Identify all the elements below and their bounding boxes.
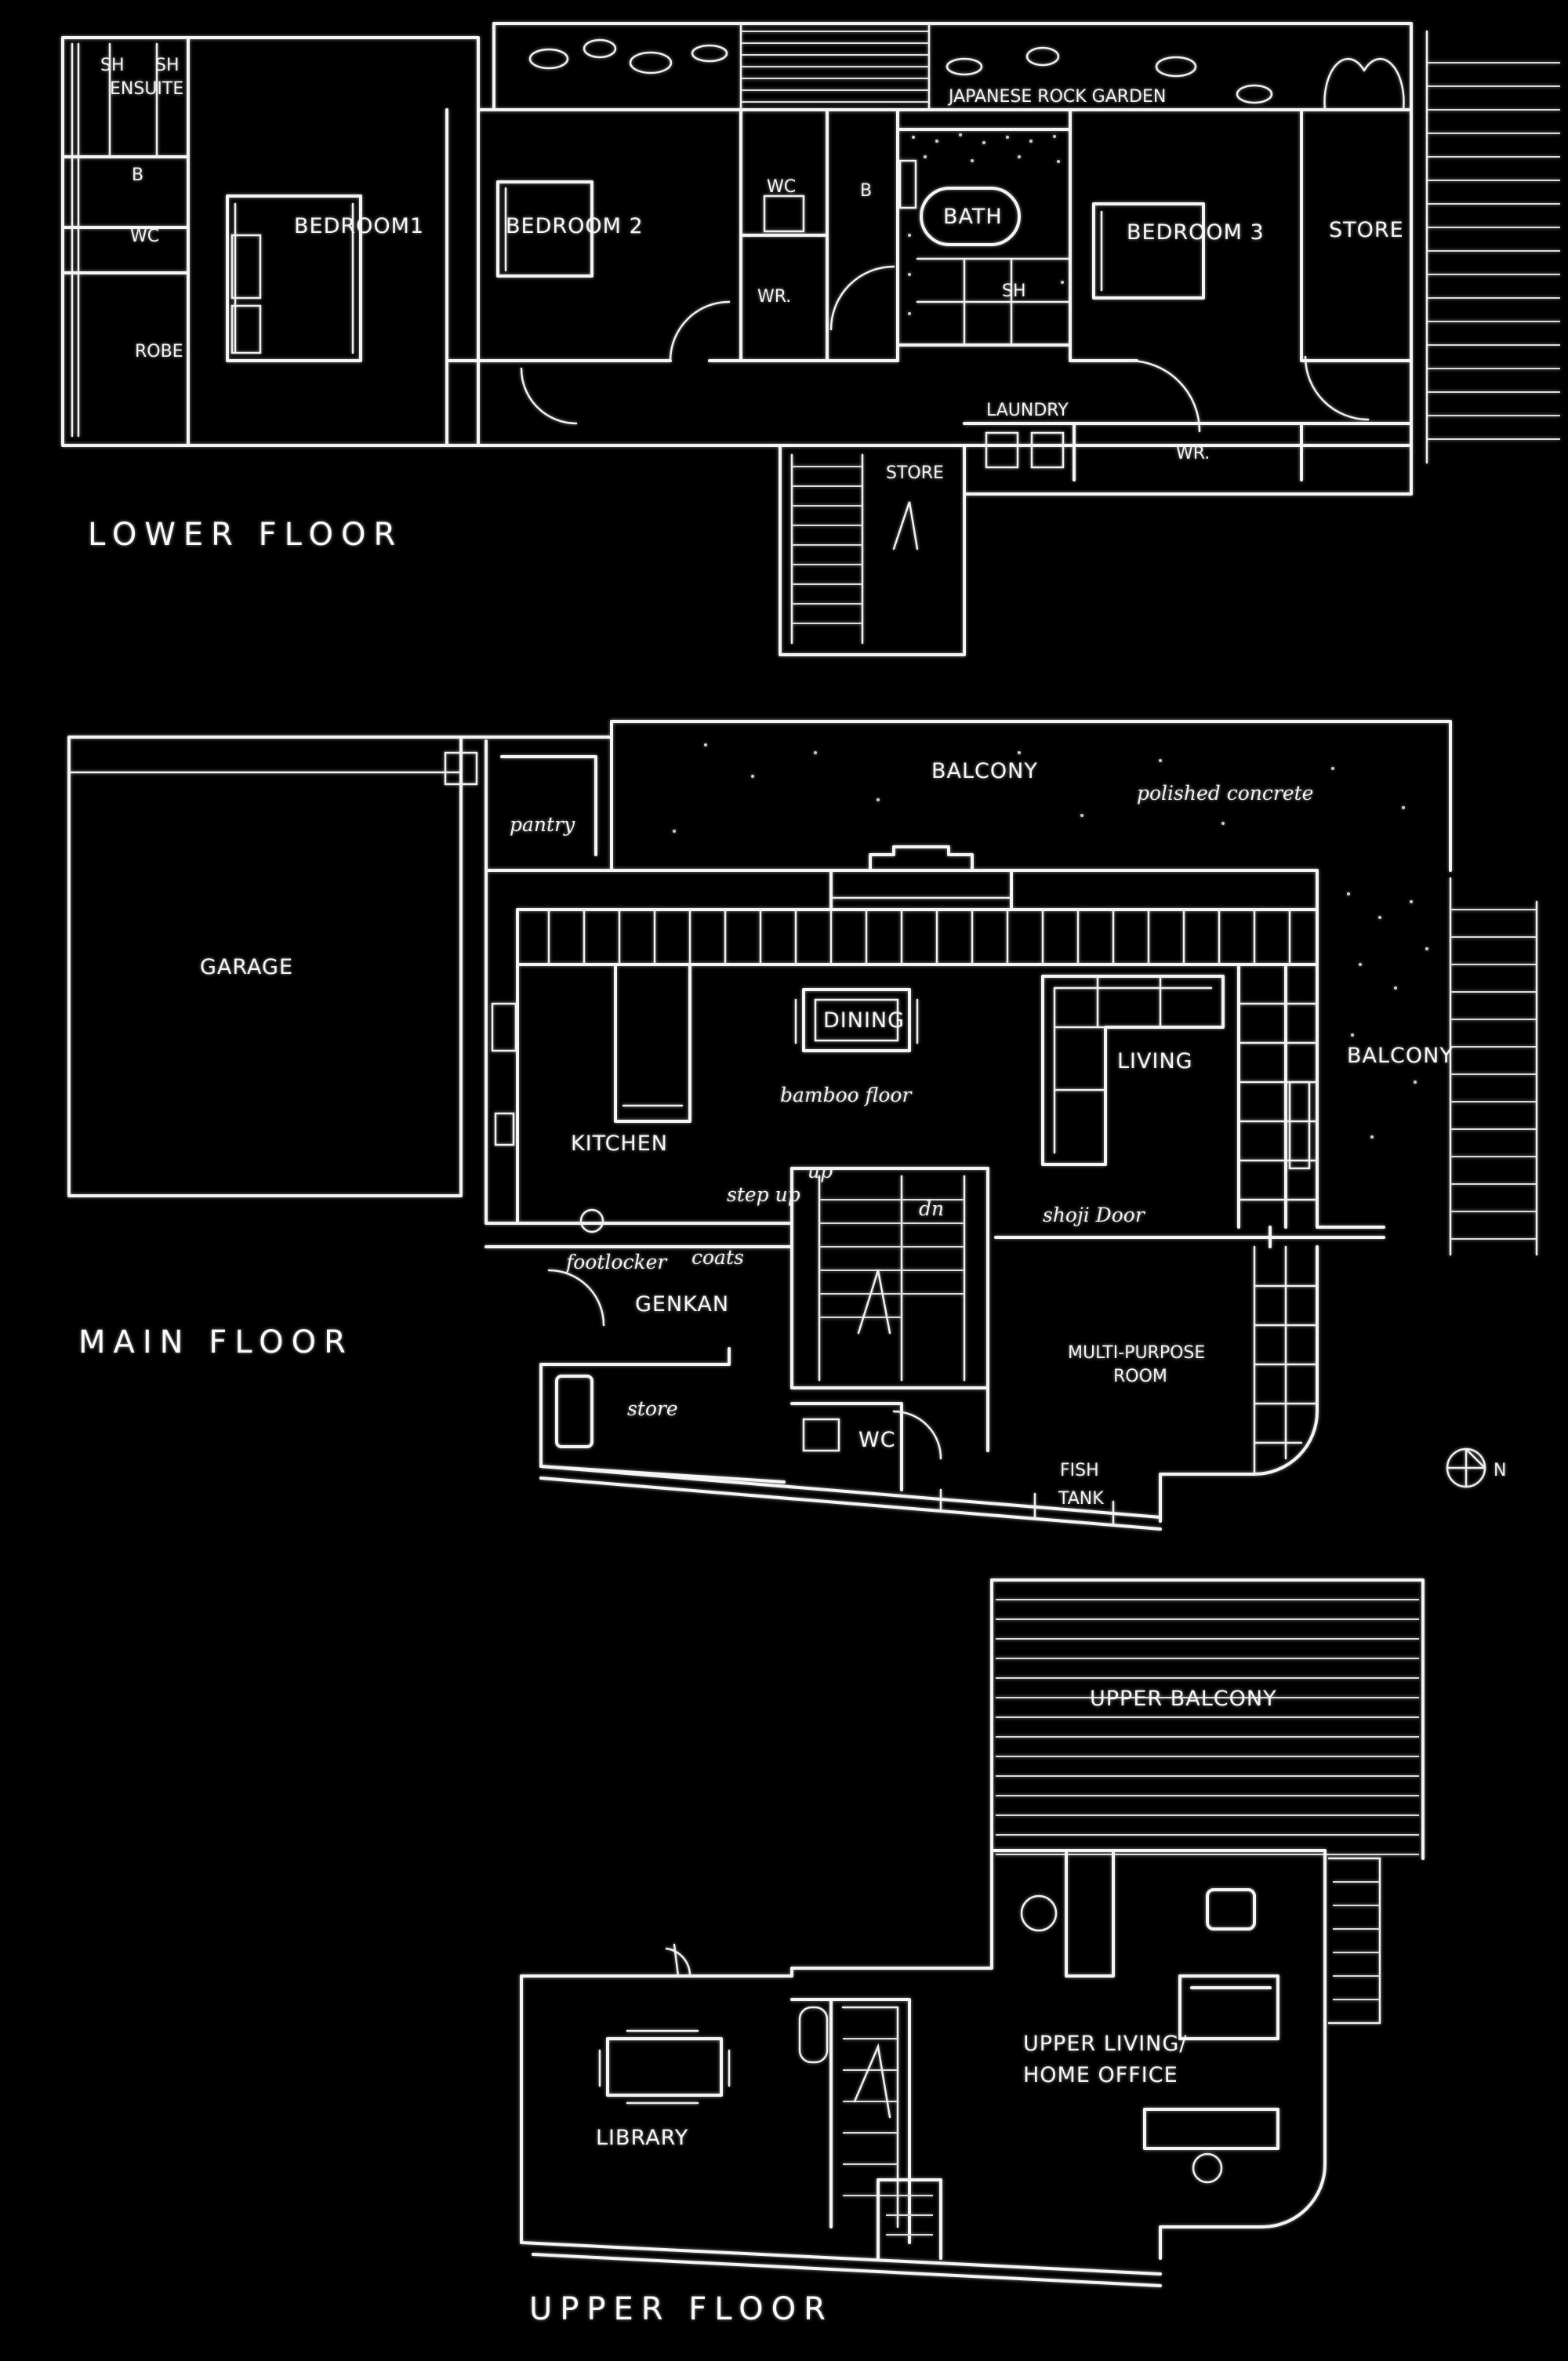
bath-label: BATH bbox=[943, 205, 1003, 229]
footlocker-label: footlocker bbox=[564, 1251, 668, 1273]
bedroom1-label: BEDROOM1 bbox=[294, 214, 424, 238]
upper-balcony-label: UPPER BALCONY bbox=[1090, 1687, 1277, 1711]
store-label: store bbox=[627, 1397, 678, 1420]
balcony-texture bbox=[673, 743, 1428, 1139]
laundry-label: LAUNDRY bbox=[986, 401, 1069, 420]
store-label: STORE bbox=[1329, 218, 1404, 242]
ensuite-wc-label: WC bbox=[130, 227, 159, 246]
main-floor-plan: BALCONY polished concrete pantry GARAGE … bbox=[67, 720, 1538, 1531]
lower-floor-title: LOWER FLOOR bbox=[88, 517, 403, 553]
multi-purpose-label-1: MULTI-PURPOSE bbox=[1068, 1343, 1205, 1363]
upper-living-label-2: HOME OFFICE bbox=[1023, 2063, 1178, 2087]
polished-concrete-label: polished concrete bbox=[1137, 782, 1313, 805]
stair-dn-label: dn bbox=[919, 1197, 944, 1220]
upper-floor-title: UPPER FLOOR bbox=[529, 2291, 833, 2327]
upper-living-label-1: UPPER LIVING/ bbox=[1023, 2032, 1187, 2056]
bath-b-label: B bbox=[860, 181, 872, 201]
main-floor-title: MAIN FLOOR bbox=[78, 1324, 354, 1360]
bedroom3-label: BEDROOM 3 bbox=[1127, 220, 1265, 245]
wr2-label: WR. bbox=[1176, 444, 1210, 463]
garage-label: GARAGE bbox=[200, 955, 293, 979]
wc-label: WC bbox=[858, 1428, 896, 1452]
fish-tank-label-1: FISH bbox=[1060, 1461, 1099, 1480]
balcony-top-label: BALCONY bbox=[931, 759, 1038, 783]
ensuite-b-label: B bbox=[132, 165, 143, 185]
dining-label: DINING bbox=[823, 1008, 905, 1033]
kitchen-label: KITCHEN bbox=[571, 1131, 668, 1156]
wc-label: WC bbox=[767, 177, 796, 197]
upper-floor-plan: UPPER BALCONY UPPER LIVING/ HOME OFFICE … bbox=[520, 1578, 1425, 2327]
sh-label: SH bbox=[100, 56, 125, 75]
stair-store-label: STORE bbox=[886, 463, 944, 483]
garden-gravel bbox=[908, 133, 1064, 315]
bedroom2-label: BEDROOM 2 bbox=[506, 214, 644, 238]
bath-sh-label: SH bbox=[1002, 282, 1026, 301]
north-arrow: N bbox=[1446, 1447, 1506, 1488]
fish-tank-label-2: TANK bbox=[1058, 1489, 1104, 1509]
library-label: LIBRARY bbox=[596, 2126, 688, 2150]
robe-label: ROBE bbox=[135, 342, 183, 361]
wr-label: WR. bbox=[757, 287, 791, 307]
genkan-label: GENKAN bbox=[635, 1292, 729, 1317]
north-arrow-pointer bbox=[1446, 1447, 1486, 1488]
shoji-door-label: shoji Door bbox=[1043, 1204, 1146, 1226]
lower-floor-plan: SH SH ENSUITE B WC ROBE BEDROOM1 BEDROOM… bbox=[61, 22, 1560, 656]
north-label: N bbox=[1494, 1461, 1506, 1480]
bamboo-floor-label: bamboo floor bbox=[780, 1084, 913, 1106]
ensuite-label: ENSUITE bbox=[110, 79, 183, 99]
rock-garden-stones bbox=[528, 38, 1273, 104]
step-up-label: step up bbox=[727, 1183, 800, 1206]
balcony-side-label: BALCONY bbox=[1347, 1044, 1454, 1068]
sh-label-2: SH bbox=[155, 56, 180, 75]
living-label: LIVING bbox=[1117, 1049, 1193, 1073]
stair-up-label: up bbox=[808, 1160, 833, 1182]
pantry-label: pantry bbox=[510, 813, 575, 836]
rock-garden-label: JAPANESE ROCK GARDEN bbox=[947, 87, 1166, 107]
coats-label: coats bbox=[691, 1246, 744, 1269]
multi-purpose-label-2: ROOM bbox=[1113, 1367, 1167, 1386]
